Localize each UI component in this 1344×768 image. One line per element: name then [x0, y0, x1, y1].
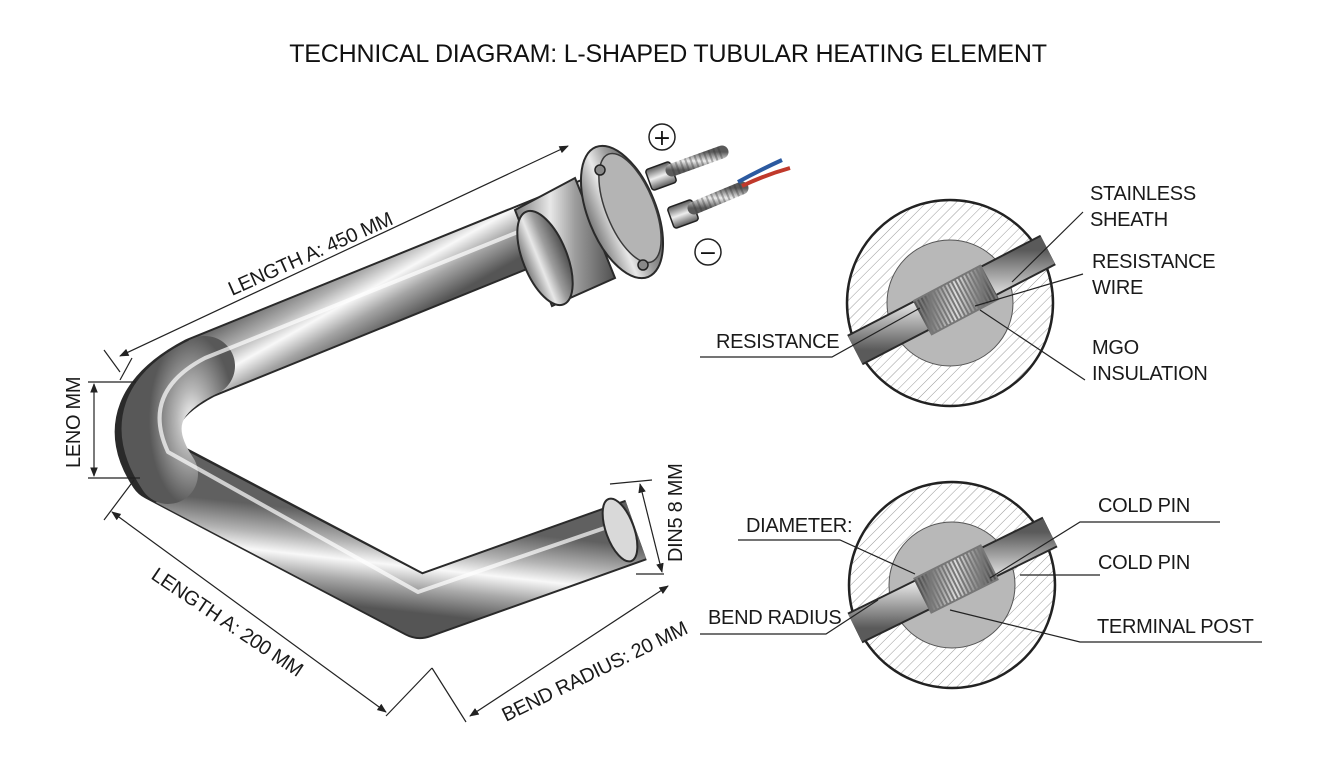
label-terminal-post: TERMINAL POST: [1097, 616, 1254, 638]
resistance-coil-bottom: [913, 544, 999, 614]
label-mgo-insulation-1: MGO: [1092, 337, 1139, 359]
cross-section-top: [700, 198, 1086, 408]
label-resistance-wire-1: RESISTANCE: [1092, 251, 1215, 273]
negative-terminal-rod: [667, 181, 749, 229]
label-cold-pin-2: COLD PIN: [1098, 552, 1190, 574]
lead-wire-red: [741, 166, 791, 188]
positive-terminal-icon: +: [653, 126, 671, 151]
diagram-title: TECHNICAL DIAGRAM: L-SHAPED TUBULAR HEAT…: [289, 40, 1047, 68]
resistance-coil-top: [912, 264, 1000, 336]
positive-terminal-rod: [645, 145, 729, 191]
label-bend-radius: BEND RADIUS: [708, 607, 841, 629]
cross-section-bottom: [700, 480, 1262, 690]
lead-wire-blue: [737, 158, 783, 184]
label-diameter: DIAMETER:: [746, 515, 852, 537]
negative-terminal-icon: −: [699, 241, 717, 266]
tube-bend: [121, 336, 235, 504]
label-resistance-wire-2: WIRE: [1092, 277, 1143, 299]
dimension-diameter: DIN5 8 MM: [665, 464, 687, 562]
label-stainless-sheath-2: SHEATH: [1090, 209, 1168, 231]
label-cold-pin-1: COLD PIN: [1098, 495, 1190, 517]
terminal-head: + −: [513, 123, 791, 308]
flange-screw-icon: [594, 164, 606, 176]
dimension-lines: [88, 145, 669, 723]
label-mgo-insulation-2: INSULATION: [1092, 363, 1208, 385]
tube-open-end: [601, 497, 639, 563]
dimension-length-left: LENO MM: [63, 377, 85, 468]
dimension-length-bottom: LENGTH A: 200 MM: [147, 564, 306, 681]
label-stainless-sheath-1: STAINLESS: [1090, 183, 1196, 205]
label-resistance-left: RESISTANCE: [716, 331, 839, 353]
flange-screw-icon: [637, 259, 649, 271]
